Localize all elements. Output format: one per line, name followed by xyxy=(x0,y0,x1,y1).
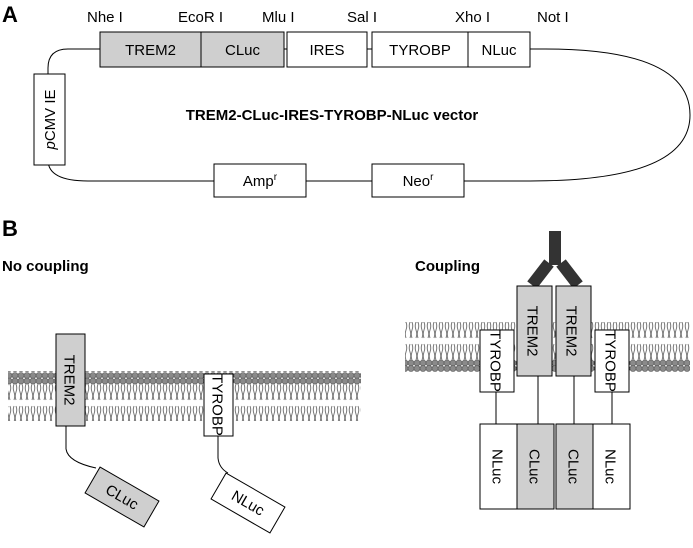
gene-trem2 xyxy=(99,31,202,68)
gene-trem2-label: TREM2 xyxy=(125,42,176,59)
nluc-right xyxy=(592,423,631,510)
cluc-left xyxy=(516,423,555,510)
promoter-box xyxy=(33,73,66,166)
gene-ires-label: IRES xyxy=(309,42,344,59)
nluc-left-label: NLuc xyxy=(489,449,506,485)
gene-ires xyxy=(286,31,368,68)
tyrobp-adaptor xyxy=(203,373,234,437)
panel-a: A Nhe I EcoR I Mlu I Sal I Xho I Not I T… xyxy=(2,2,691,198)
tyrobp-adaptor-left-label: TYROBP xyxy=(487,330,504,392)
panel-b-label: B xyxy=(2,216,18,241)
trem2-receptor-right-label: TREM2 xyxy=(563,306,580,357)
tyrobp-adaptor-left xyxy=(479,329,515,393)
panel-a-label: A xyxy=(2,2,18,27)
cluc-right-label: CLuc xyxy=(565,449,582,485)
panel-b: B No coupling TREM2 TYROBP CLuc NLuc Cou… xyxy=(2,216,690,534)
gene-tyrobp-label: TYROBP xyxy=(389,42,451,59)
site-ecor1: EcoR I xyxy=(178,9,223,26)
neo-resistance-box xyxy=(371,163,465,198)
site-nhe1: Nhe I xyxy=(87,9,123,26)
trem2-receptor-left xyxy=(516,285,553,377)
cluc-right xyxy=(555,423,594,510)
site-sal1: Sal I xyxy=(347,9,377,26)
trem2-receptor-right xyxy=(555,285,592,377)
nluc-left xyxy=(479,423,518,510)
trem2-receptor xyxy=(55,333,86,427)
plasmid-backbone xyxy=(47,48,691,182)
site-mlu1: Mlu I xyxy=(262,9,295,26)
trem2-receptor-left-label: TREM2 xyxy=(524,306,541,357)
gene-nluc-label: NLuc xyxy=(481,42,517,59)
site-not1: Not I xyxy=(537,9,569,26)
tyrobp-adaptor-right-label: TYROBP xyxy=(602,330,619,392)
nluc-free: NLuc xyxy=(210,472,286,534)
trem2-receptor-label: TREM2 xyxy=(61,355,78,406)
ligand-arm-left xyxy=(527,259,554,289)
nluc-right-label: NLuc xyxy=(602,449,619,485)
ligand-arm-right xyxy=(556,259,583,289)
gene-tyrobp xyxy=(371,31,469,68)
amp-resistance-box xyxy=(213,163,307,198)
site-xho1: Xho I xyxy=(455,9,490,26)
tyrobp-adaptor-right xyxy=(594,329,630,393)
gene-nluc xyxy=(467,31,531,68)
no-coupling-title: No coupling xyxy=(2,258,89,275)
cluc-left-label: CLuc xyxy=(526,449,543,485)
tyrobp-adaptor-label: TYROBP xyxy=(209,374,226,436)
gene-cluc-label: CLuc xyxy=(225,42,261,59)
coupling-title: Coupling xyxy=(415,258,480,275)
vector-title: TREM2-CLuc-IRES-TYROBP-NLuc vector xyxy=(186,107,479,124)
promoter-label: pCMV IE xyxy=(42,89,59,150)
tether xyxy=(217,457,229,474)
nluc-free-box xyxy=(210,472,286,534)
amp-resistance-label: Ampr xyxy=(243,172,278,190)
tether xyxy=(65,448,97,469)
neo-resistance-label: Neor xyxy=(403,172,435,190)
ligand-stem xyxy=(549,231,561,265)
gene-cluc xyxy=(200,31,285,68)
cluc-free-box xyxy=(84,466,160,528)
ligand xyxy=(527,231,583,289)
cluc-free: CLuc xyxy=(84,466,160,528)
